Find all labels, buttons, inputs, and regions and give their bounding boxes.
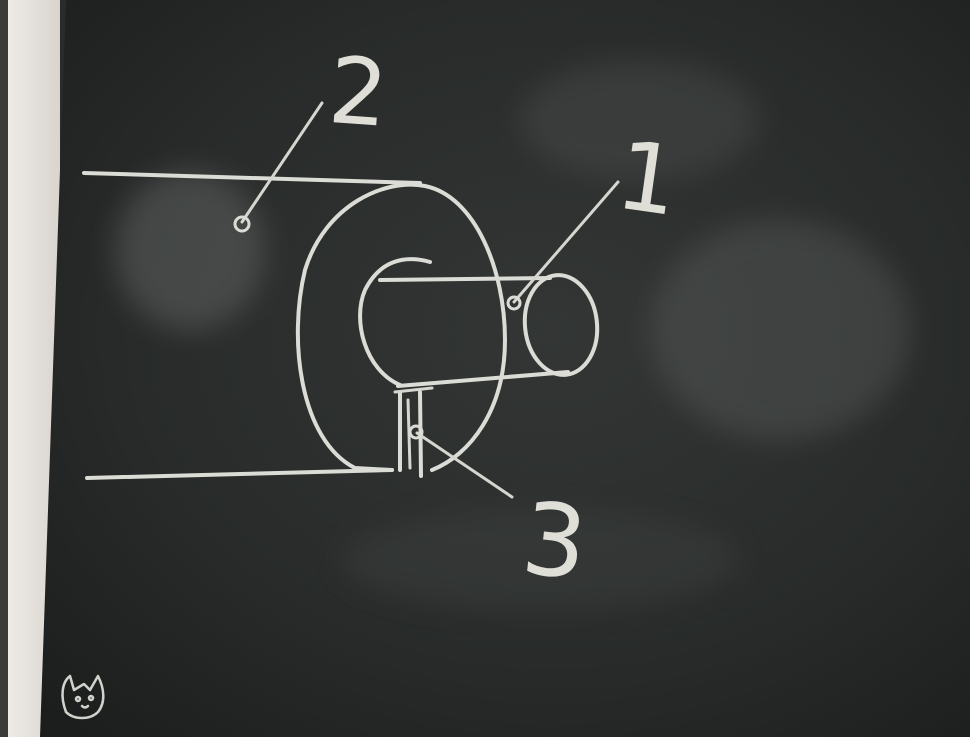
label-three: 3 (517, 480, 593, 603)
photo-left-border (0, 0, 8, 737)
label-two: 2 (325, 37, 391, 148)
cylinder-top-edge (380, 278, 550, 280)
